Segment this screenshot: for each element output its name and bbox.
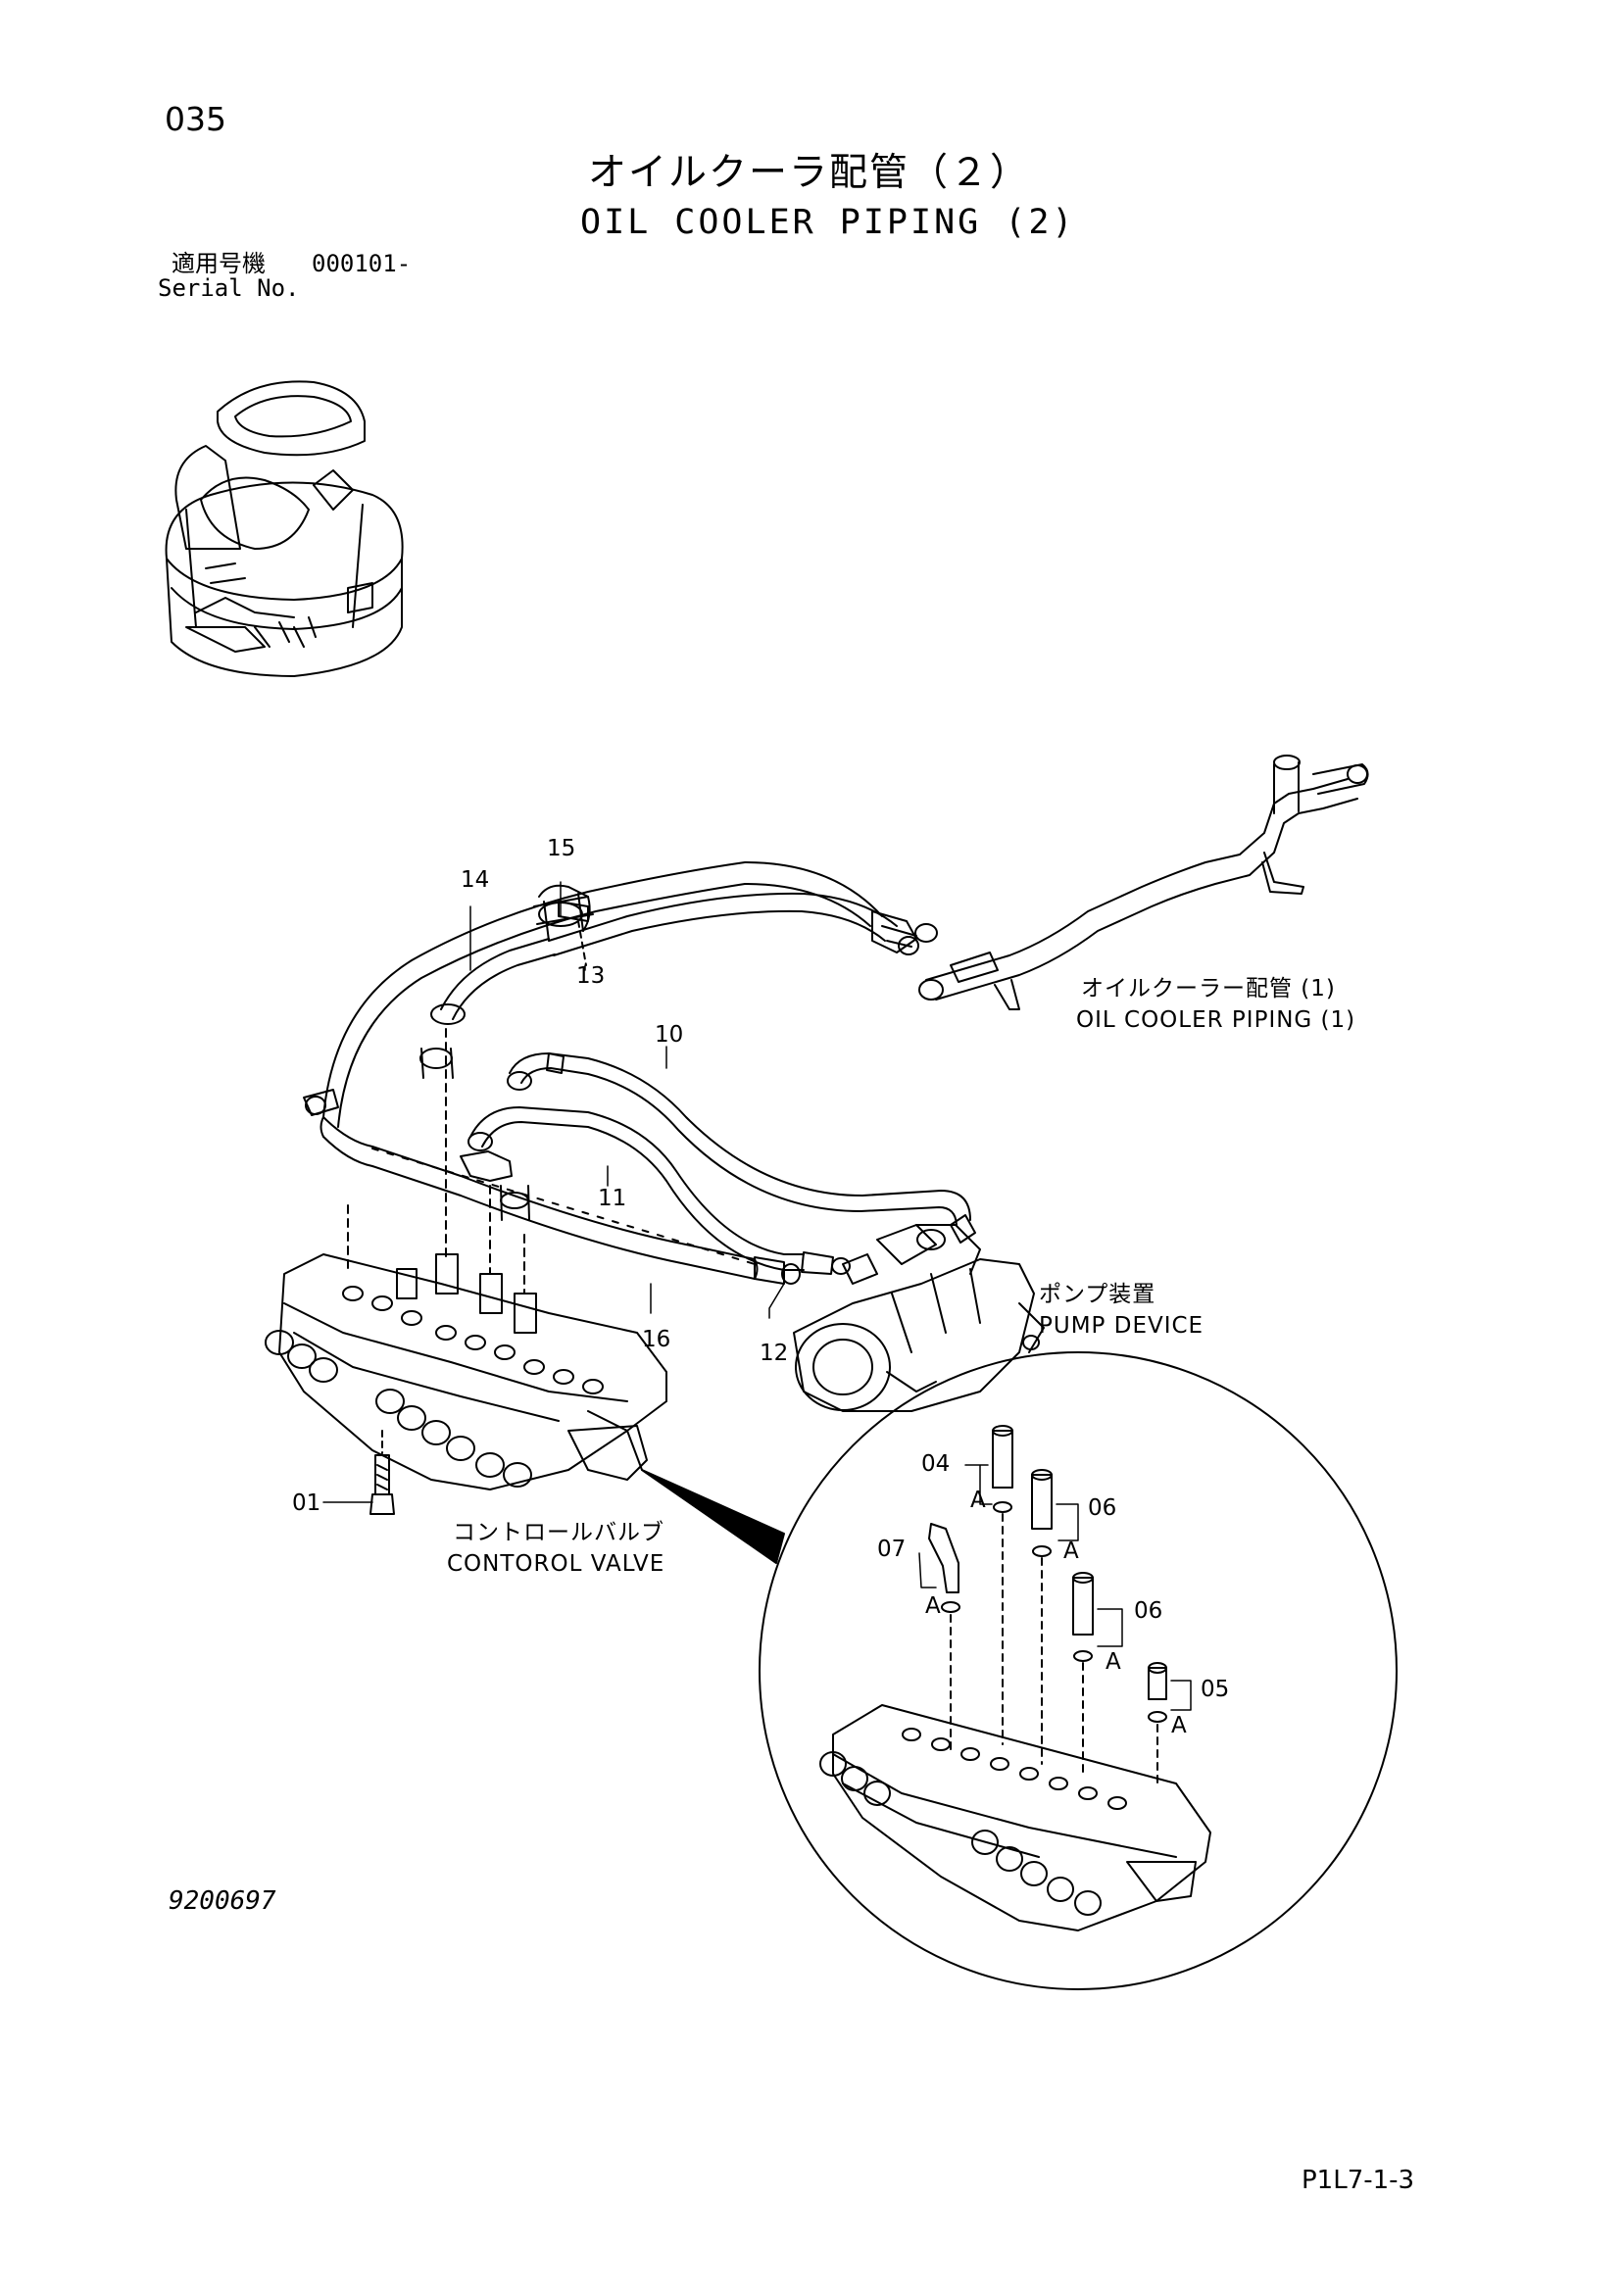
machine-overview-illustration (165, 380, 404, 677)
page-title-jp: オイルクーラ配管（２） (588, 151, 1031, 195)
control-valve-assembly (265, 1028, 667, 1490)
serial-label-en: Serial No. (158, 274, 300, 302)
hose-14 (322, 861, 938, 1128)
callout-16: 16 (642, 1327, 671, 1352)
callout-06-upper: 06 (1088, 1495, 1117, 1521)
datum-mark: A (970, 1488, 986, 1513)
clamp-15 (538, 884, 591, 966)
bolt-01 (369, 1430, 395, 1515)
pump-device-label-jp: ポンプ装置 (1039, 1282, 1156, 1307)
page-number: 035 (165, 100, 226, 138)
callout-06-lower: 06 (1134, 1598, 1163, 1624)
detail-view (759, 1351, 1398, 1990)
callout-15: 15 (547, 836, 576, 861)
datum-mark: A (1171, 1713, 1187, 1738)
callout-04: 04 (921, 1451, 951, 1477)
hose-10 (507, 1052, 976, 1244)
oil-cooler-piping-label-en: OIL COOLER PIPING (1) (1076, 1007, 1356, 1033)
oil-cooler-piping-1 (918, 755, 1369, 1010)
document-number: 9200697 (169, 1886, 276, 1916)
page-reference: P1L7-1-3 (1302, 2166, 1415, 2195)
oil-cooler-piping-label-jp: オイルクーラー配管 (1) (1081, 976, 1336, 1001)
callout-01: 01 (292, 1490, 321, 1516)
control-valve-label-en: CONTOROL VALVE (447, 1551, 665, 1577)
datum-mark: A (925, 1593, 941, 1619)
callout-12: 12 (760, 1341, 789, 1366)
valve-top-fittings (342, 1253, 604, 1394)
serial-label-jp: 適用号機 (172, 250, 266, 277)
control-valve-label-jp: コントロールバルブ (453, 1520, 664, 1545)
callout-14: 14 (461, 867, 490, 893)
detail-callout-wedge (641, 1469, 785, 1564)
hose-11 (467, 1106, 851, 1275)
page-title-en: OIL COOLER PIPING (2) (580, 203, 1076, 242)
valve-spool-ports (265, 1330, 532, 1488)
datum-mark: A (1106, 1649, 1121, 1675)
pump-device (793, 1224, 1045, 1412)
hose-fittings (303, 1048, 530, 1221)
callout-07: 07 (877, 1537, 907, 1562)
leader-lines (322, 881, 785, 1503)
callout-13: 13 (576, 963, 606, 989)
callout-11: 11 (598, 1186, 627, 1211)
callout-05: 05 (1201, 1677, 1230, 1702)
hose-16 (319, 1116, 801, 1285)
datum-mark: A (1063, 1539, 1079, 1564)
callout-10: 10 (655, 1022, 684, 1048)
pump-device-label-en: PUMP DEVICE (1039, 1313, 1204, 1339)
serial-value: 000101- (312, 250, 412, 277)
